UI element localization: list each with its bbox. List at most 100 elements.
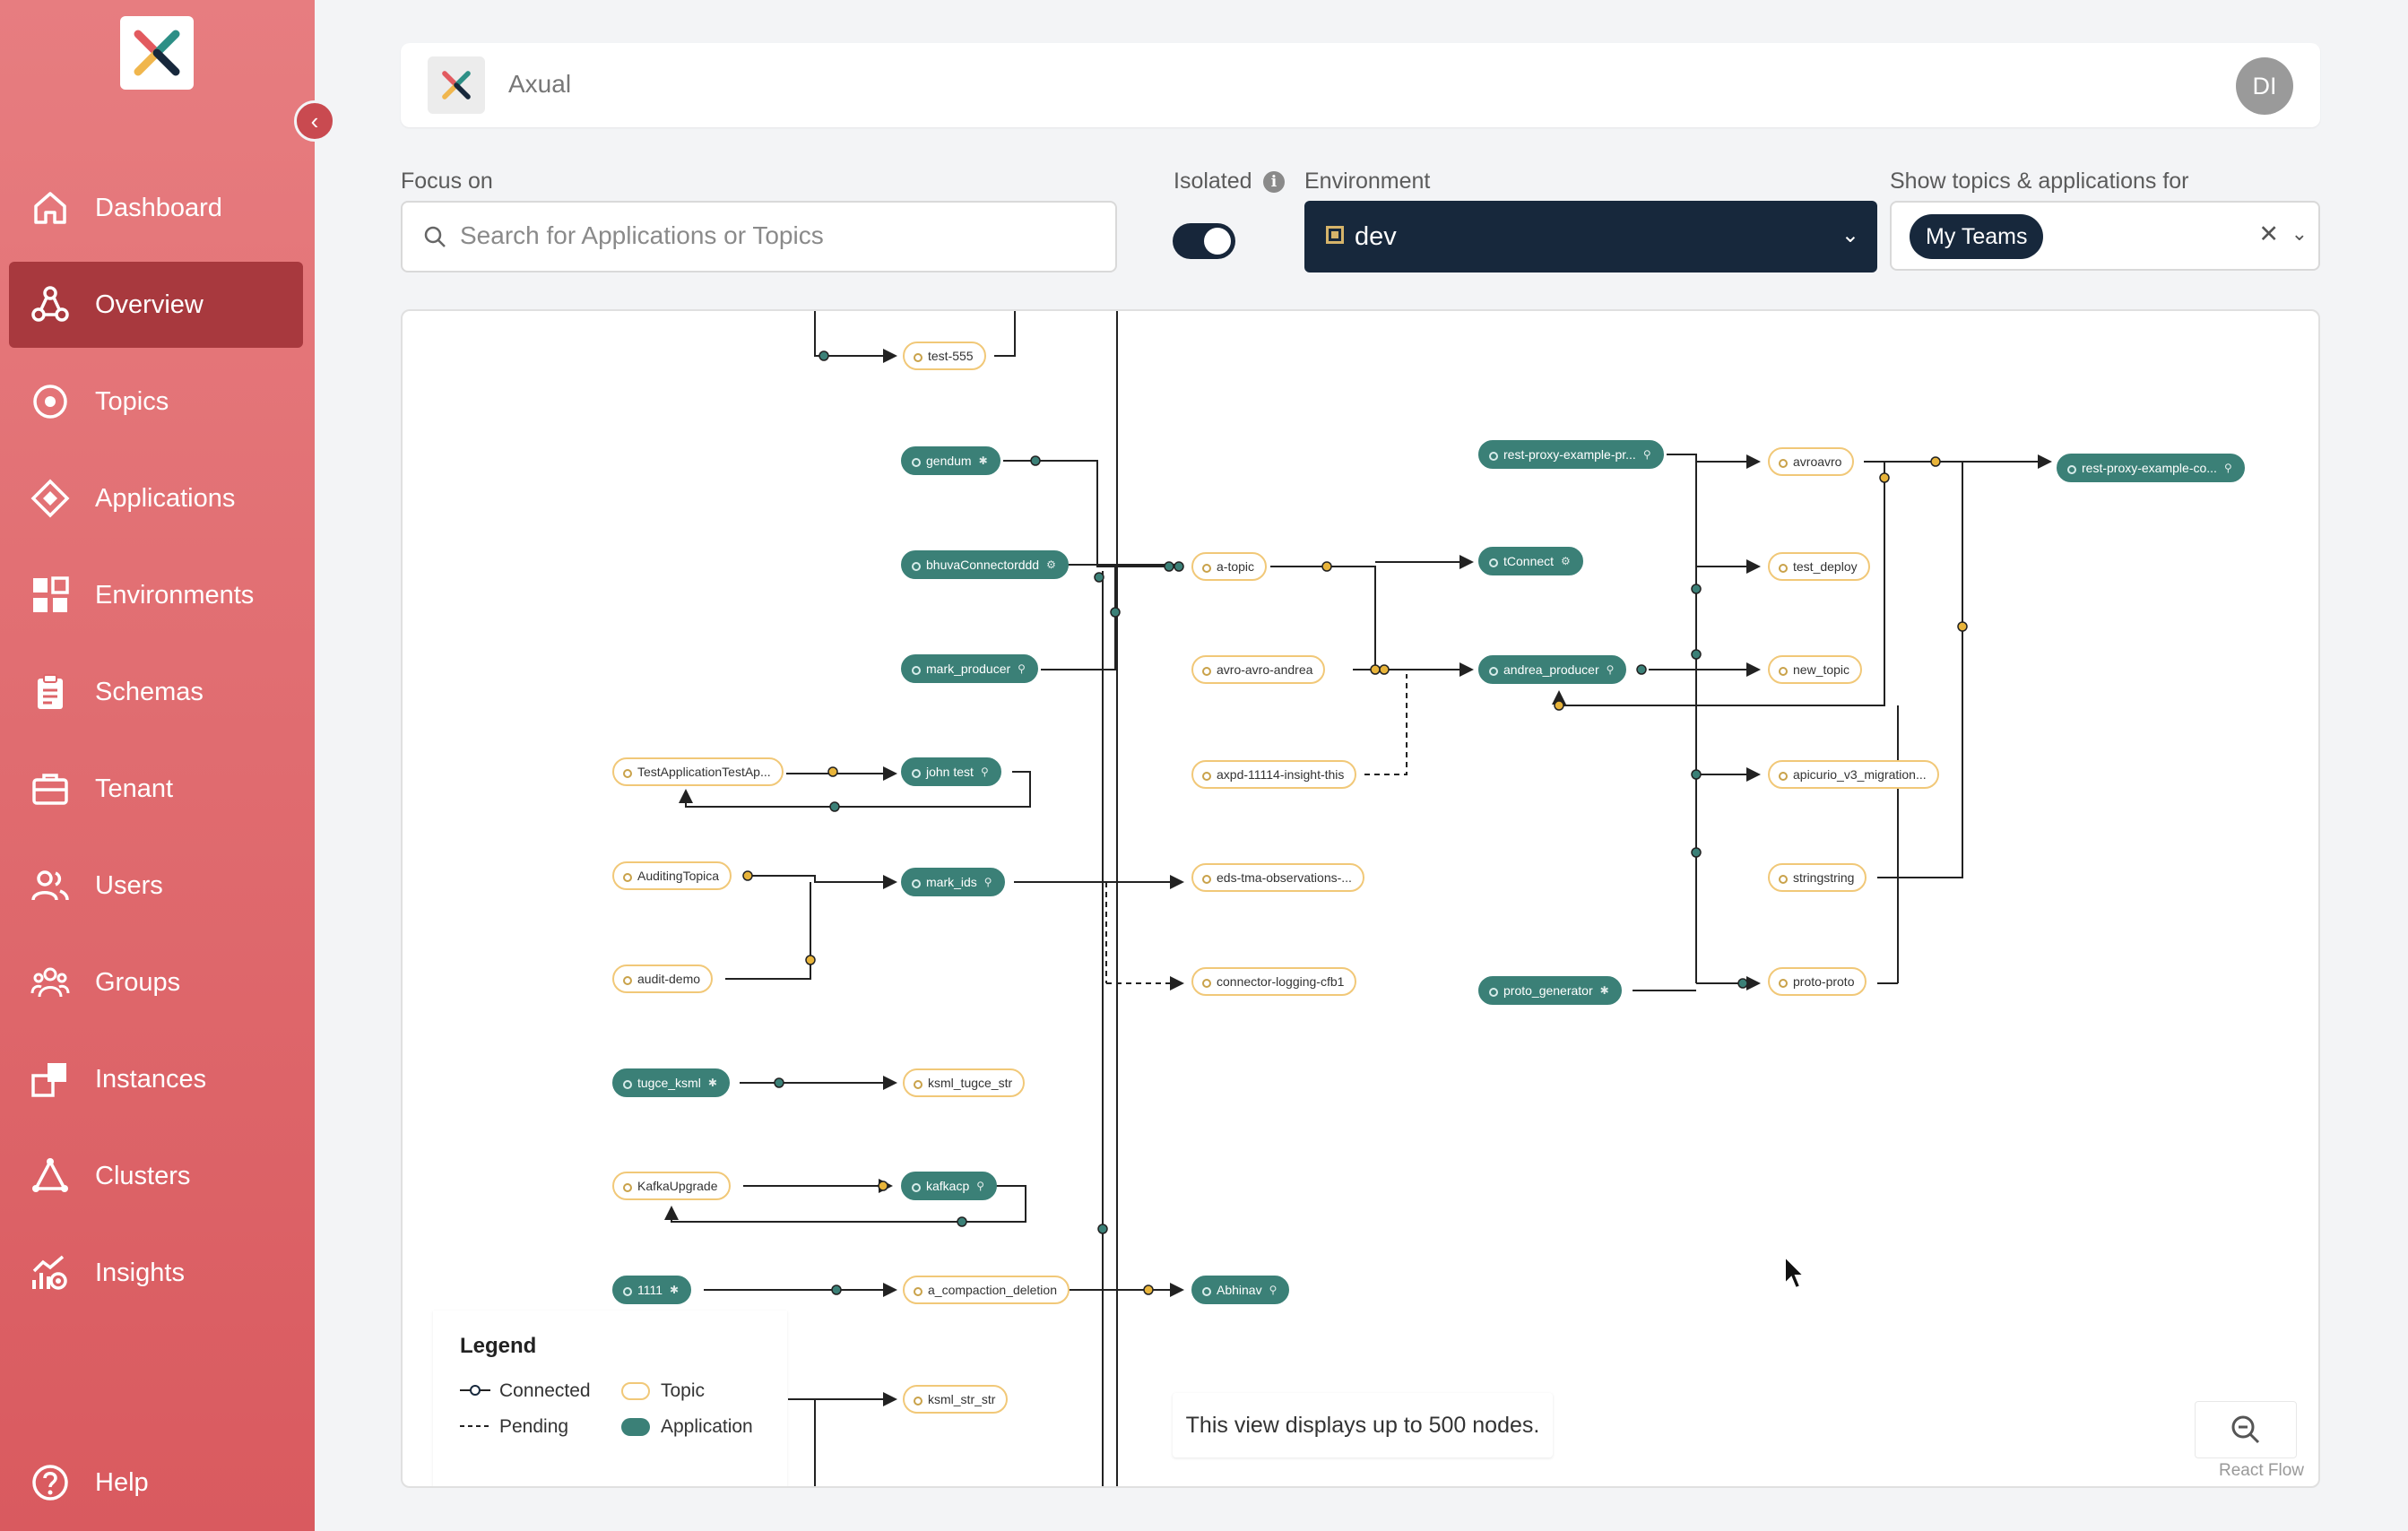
node-label: apicurio_v3_migration... (1793, 767, 1927, 782)
topic-node[interactable]: ksml_str_str (903, 1385, 1009, 1414)
sidebar-item-groups[interactable]: Groups (9, 939, 303, 1025)
application-node[interactable]: Abhinav⚲ (1191, 1276, 1290, 1304)
node-label: proto_generator (1503, 983, 1593, 998)
react-flow-attribution[interactable]: React Flow (2219, 1461, 2305, 1480)
application-node[interactable]: 1111 ✱ (612, 1276, 692, 1304)
focus-label: Focus on (401, 169, 493, 194)
application-node[interactable]: mark_producer⚲ (901, 654, 1038, 683)
tenant-name: Axual (508, 70, 572, 98)
header: Axual DI (401, 43, 2320, 127)
avatar[interactable]: DI (2236, 57, 2293, 115)
sidebar-item-help[interactable]: Help (9, 1440, 303, 1526)
node-label: TestApplicationTestAp... (637, 765, 771, 779)
cluster-icon (32, 1158, 68, 1192)
show-for-select[interactable]: My Teams ✕ ⌄ (1890, 201, 2320, 271)
node-type-icon: ⚲ (1606, 663, 1615, 676)
environment-select[interactable]: dev ⌄ (1304, 201, 1877, 272)
application-node[interactable]: rest-proxy-example-pr...⚲ (1478, 440, 1664, 469)
sidebar-item-label: Insights (95, 1258, 185, 1287)
topic-node[interactable]: axpd-11114-insight-this (1191, 760, 1357, 789)
application-node[interactable]: andrea_producer⚲ (1478, 655, 1627, 684)
sidebar-item-label: Help (95, 1467, 149, 1497)
node-label: eds-tma-observations-... (1217, 870, 1352, 885)
node-label: tConnect (1503, 554, 1555, 568)
chevron-down-icon: ⌄ (1841, 223, 1859, 247)
sidebar-item-dashboard[interactable]: Dashboard (9, 165, 303, 251)
topic-node[interactable]: connector-logging-cfb1 (1191, 967, 1357, 996)
sidebar-item-instances[interactable]: Instances (9, 1036, 303, 1122)
node-type-icon: ⚙ (1046, 558, 1056, 571)
topic-node[interactable]: eds-tma-observations-... (1191, 863, 1364, 892)
app-logo[interactable] (120, 16, 194, 90)
sidebar-item-schemas[interactable]: Schemas (9, 649, 303, 735)
application-node[interactable]: proto_generator✱ (1478, 976, 1622, 1005)
sidebar-item-users[interactable]: Users (9, 843, 303, 929)
sidebar-item-insights[interactable]: Insights (9, 1230, 303, 1316)
sidebar-item-label: Instances (95, 1064, 207, 1094)
application-node[interactable]: rest-proxy-example-co...⚲ (2057, 454, 2245, 482)
topic-node[interactable]: stringstring (1768, 863, 1867, 892)
flow-canvas[interactable]: test-555 gendum✱ bhuvaConnectorddd⚙ mark… (401, 309, 2320, 1488)
sidebar-item-applications[interactable]: Applications (9, 455, 303, 541)
sidebar-item-label: Clusters (95, 1161, 191, 1190)
topic-node[interactable]: TestApplicationTestAp... (612, 757, 784, 786)
application-node[interactable]: tConnect⚙ (1478, 547, 1583, 575)
zoom-out-button[interactable] (2195, 1401, 2297, 1458)
info-icon[interactable]: i (1263, 171, 1285, 193)
node-type-icon: ⚲ (1269, 1284, 1278, 1296)
topic-node[interactable]: proto-proto (1768, 967, 1867, 996)
node-type-icon: ✱ (670, 1284, 680, 1296)
node-label: avro-avro-andrea (1217, 662, 1313, 677)
sidebar-item-environments[interactable]: Environments (9, 552, 303, 638)
isolated-toggle[interactable] (1173, 223, 1235, 259)
search-icon (424, 226, 446, 247)
topic-node[interactable]: avroavro (1768, 447, 1855, 476)
topic-node[interactable]: KafkaUpgrade (612, 1172, 731, 1200)
show-for-label: Show topics & applications for (1890, 169, 2189, 194)
environment-value: dev (1355, 222, 1397, 251)
legend-pending: Pending (499, 1416, 569, 1437)
sidebar-item-label: Applications (95, 483, 236, 513)
node-label: connector-logging-cfb1 (1217, 974, 1345, 989)
topic-node[interactable]: avro-avro-andrea (1191, 655, 1326, 684)
topic-node[interactable]: apicurio_v3_migration... (1768, 760, 1939, 789)
application-node[interactable]: mark_ids⚲ (901, 868, 1005, 896)
topic-node[interactable]: test-555 (903, 342, 986, 370)
node-label: a-topic (1217, 559, 1255, 574)
legend-application: Application (661, 1416, 753, 1437)
clear-icon[interactable]: ✕ (2258, 221, 2279, 247)
zoom-out-icon (2231, 1415, 2260, 1444)
groups-icon (30, 967, 70, 998)
collapse-sidebar-button[interactable]: ‹ (294, 100, 335, 142)
sidebar-item-label: Groups (95, 967, 181, 997)
node-label: 1111 (637, 1283, 663, 1297)
node-type-icon: ✱ (978, 454, 988, 467)
topic-node[interactable]: a_compaction_deletion (903, 1276, 1070, 1304)
sidebar-item-tenant[interactable]: Tenant (9, 746, 303, 832)
topic-node[interactable]: test_deploy (1768, 552, 1870, 581)
help-icon (32, 1465, 68, 1501)
briefcase-icon (32, 774, 68, 805)
application-node[interactable]: kafkacp⚲ (901, 1172, 998, 1200)
node-label: AuditingTopica (637, 869, 720, 883)
search-input[interactable] (458, 221, 1089, 251)
insights-icon (32, 1255, 67, 1290)
sidebar-item-clusters[interactable]: Clusters (9, 1133, 303, 1219)
topic-node[interactable]: a-topic (1191, 552, 1268, 581)
sidebar-item-topics[interactable]: Topics (9, 359, 303, 445)
legend-title: Legend (460, 1334, 537, 1358)
application-node[interactable]: gendum✱ (901, 446, 1000, 475)
node-type-icon: ⚲ (2223, 462, 2232, 474)
sidebar-item-overview[interactable]: Overview (9, 262, 303, 348)
application-node[interactable]: john test⚲ (901, 757, 1001, 786)
sidebar-item-label: Tenant (95, 774, 174, 803)
team-chip[interactable]: My Teams (1910, 214, 2044, 259)
topic-node[interactable]: audit-demo (612, 964, 714, 993)
topic-node[interactable]: new_topic (1768, 655, 1863, 684)
topic-node[interactable]: ksml_tugce_str (903, 1068, 1026, 1097)
chevron-down-icon[interactable]: ⌄ (2291, 222, 2308, 245)
application-node[interactable]: bhuvaConnectorddd⚙ (901, 550, 1069, 579)
topic-node[interactable]: AuditingTopica (612, 861, 732, 890)
toggle-knob (1204, 228, 1231, 255)
application-node[interactable]: tugce_ksml✱ (612, 1068, 730, 1097)
